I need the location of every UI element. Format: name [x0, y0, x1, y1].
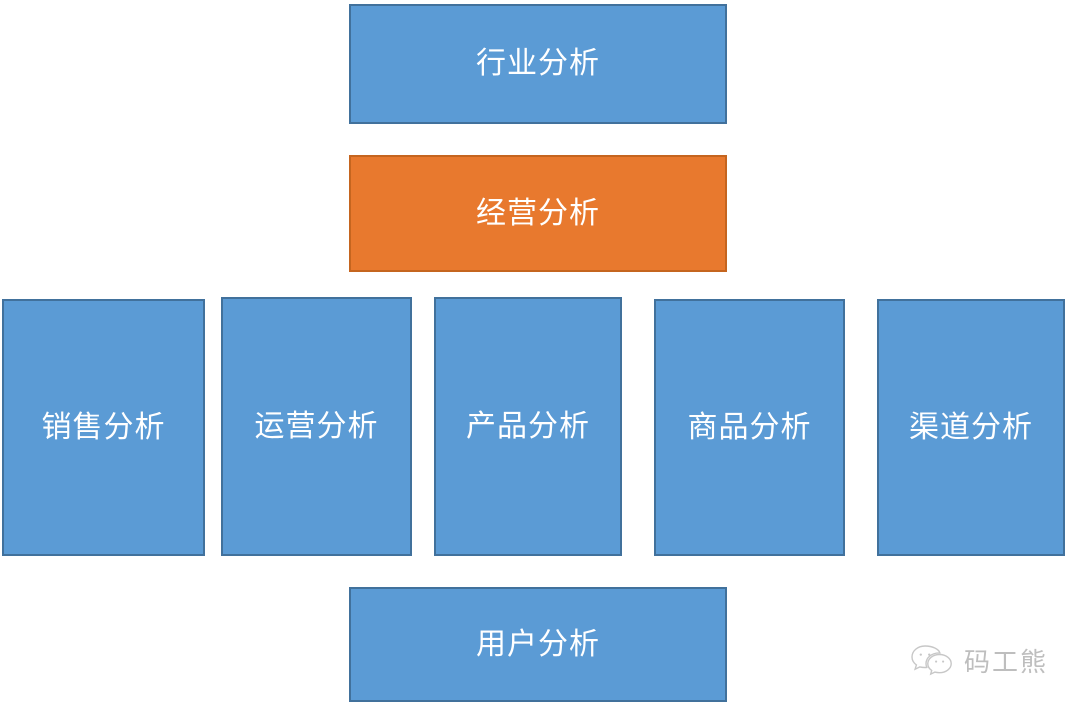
node-business-analysis[interactable]: 经营分析 [349, 155, 727, 272]
node-channel-analysis[interactable]: 渠道分析 [877, 299, 1065, 556]
node-industry-analysis[interactable]: 行业分析 [349, 4, 727, 124]
watermark: 码工熊 [910, 636, 1070, 684]
node-label: 渠道分析 [909, 409, 1033, 445]
node-label: 产品分析 [466, 408, 590, 444]
node-goods-analysis[interactable]: 商品分析 [654, 299, 845, 556]
node-label: 销售分析 [41, 409, 166, 445]
node-label: 经营分析 [476, 195, 600, 231]
watermark-text: 码工熊 [964, 647, 1049, 678]
node-label: 运营分析 [254, 408, 379, 444]
node-user-analysis[interactable]: 用户分析 [349, 587, 727, 702]
node-label: 行业分析 [476, 46, 600, 81]
node-product-analysis[interactable]: 产品分析 [434, 297, 622, 556]
node-label: 用户分析 [476, 626, 600, 662]
wechat-icon [911, 645, 952, 676]
node-label: 商品分析 [687, 409, 812, 445]
node-sales-analysis[interactable]: 销售分析 [2, 299, 205, 556]
node-operations-analysis[interactable]: 运营分析 [221, 297, 412, 556]
